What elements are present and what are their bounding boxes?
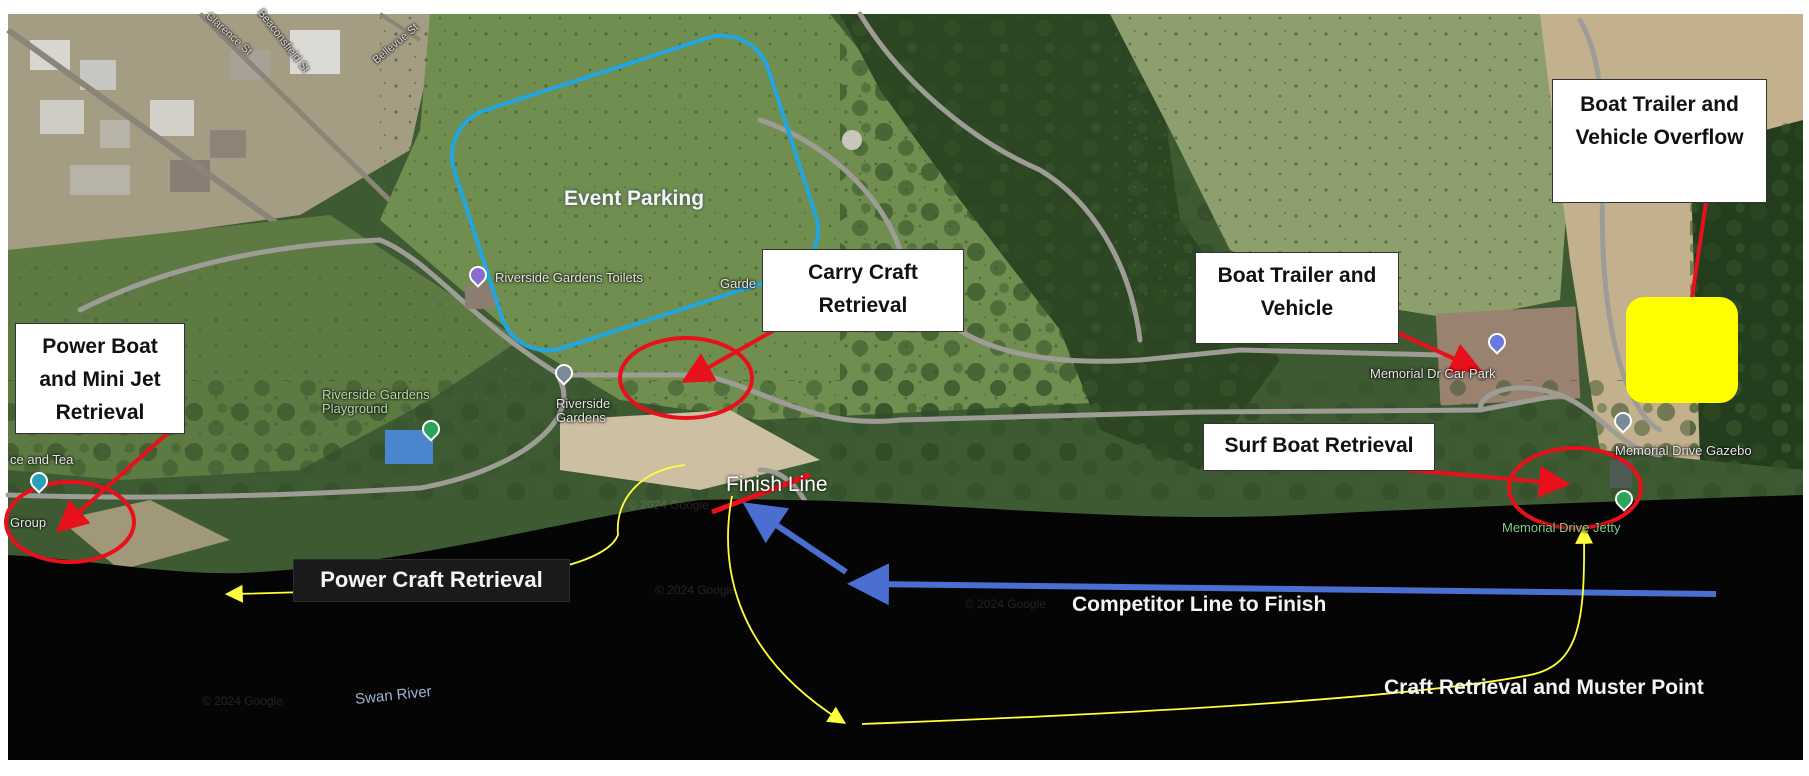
beach: [560, 410, 820, 490]
overflow-area: [1626, 297, 1738, 403]
event-parking-label: Event Parking: [564, 187, 705, 210]
surf-boat-arrow: [1407, 465, 1571, 498]
place-label-gazebo: Memorial Drive Gazebo: [1615, 443, 1752, 458]
map-watermark: © 2024 Google: [202, 694, 283, 708]
place-label-riverside-gardens: Riverside Gardens: [556, 396, 611, 425]
surf-boat-callout: Surf Boat Retrieval: [1203, 423, 1435, 471]
carry-craft-retrieval-circle: [618, 336, 754, 420]
finish-approach-arrow: [742, 502, 848, 575]
carry-craft-callout: Carry Craft Retrieval: [762, 249, 964, 332]
surf-boat-retrieval-circle: [1507, 446, 1643, 530]
map-watermark: © 2024 Google: [655, 583, 736, 597]
map-watermark: © 2024 Google: [965, 597, 1046, 611]
competitor-line-label: Competitor Line to Finish: [1072, 593, 1327, 616]
map-watermark: © 2024 Google: [628, 498, 709, 512]
power-boat-callout: Power Boat and Mini Jet Retrieval: [15, 323, 185, 434]
power-boat-retrieval-circle: [4, 480, 136, 564]
place-label-group: Group: [10, 515, 47, 530]
place-label-jetty: Memorial Drive Jetty: [1502, 520, 1621, 535]
event-parking-zone: [449, 33, 821, 353]
power-craft-retrieval-label: Power Craft Retrieval: [293, 559, 570, 602]
finish-line-mark: [711, 472, 811, 515]
place-label-car-park: Memorial Dr Car Park: [1370, 366, 1496, 381]
craft-retrieval-path-east: [861, 525, 1594, 725]
power-boat-arrow: [56, 420, 182, 533]
boat-trailer-callout: Boat Trailer and Vehicle: [1195, 252, 1399, 344]
place-label-gardens: Garde: [720, 276, 757, 291]
finish-line-label: Finish Line: [726, 473, 828, 496]
place-label-toilets: Riverside Gardens Toilets: [495, 270, 643, 285]
muster-point-label: Craft Retrieval and Muster Point: [1384, 676, 1704, 699]
craft-retrieval-path-west: [727, 495, 847, 724]
place-label-playground: Riverside Gardens Playground: [322, 387, 430, 416]
competitor-line-arrow: [847, 563, 1717, 606]
boat-trailer-overflow-callout: Boat Trailer and Vehicle Overflow: [1552, 79, 1767, 203]
place-label-cafe: ce and Tea: [10, 452, 74, 467]
